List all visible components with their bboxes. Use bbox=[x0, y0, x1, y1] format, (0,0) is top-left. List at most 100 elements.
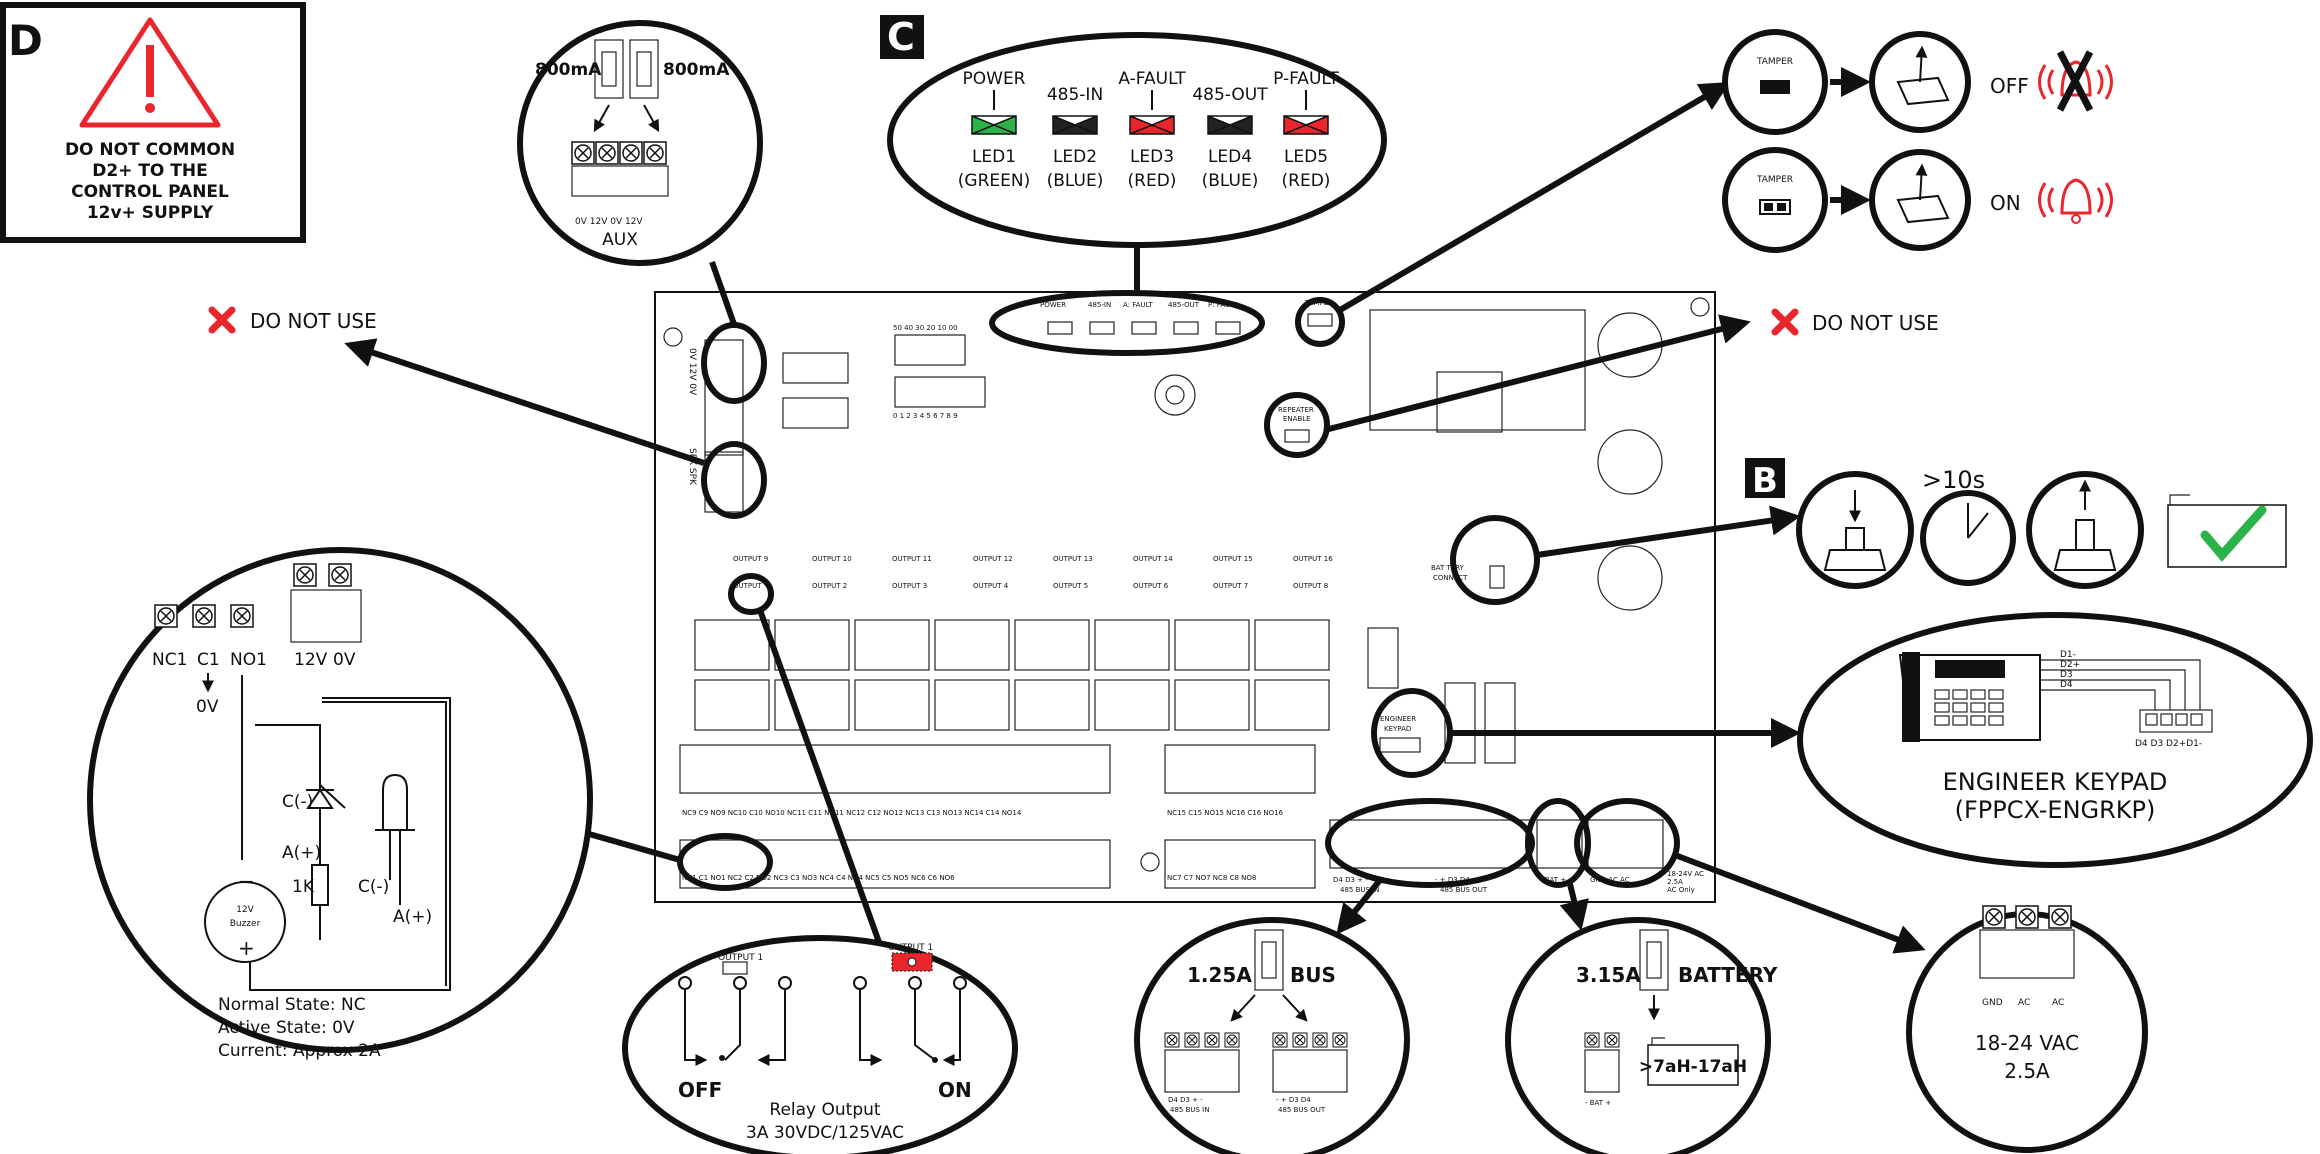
board-repeater-label-2: ENABLE bbox=[1283, 415, 1311, 423]
battery-callout: 3.15A BATTERY - BAT + >7aH-17aH bbox=[1505, 917, 1778, 1154]
led-4: 485-OUT LED4 (BLUE) bbox=[1192, 85, 1268, 191]
led-red-icon bbox=[1283, 115, 1329, 135]
board-bus-out-title: 485 BUS OUT bbox=[1440, 886, 1488, 894]
board-ac-note-3: AC Only bbox=[1667, 886, 1695, 894]
board-led-pfault: P: FAULT bbox=[1208, 301, 1238, 309]
board-ac-note-1: 18-24V AC bbox=[1667, 870, 1704, 878]
ac-term-ac2: AC bbox=[2052, 998, 2064, 1008]
led-2-name: 485-IN bbox=[1047, 85, 1103, 105]
board-output-9: OUTPUT 9 bbox=[733, 555, 768, 563]
led-3: A-FAULT LED3 (RED) bbox=[1118, 69, 1186, 191]
board-output-13: OUTPUT 13 bbox=[1053, 555, 1093, 563]
bus-fuse: 1.25A bbox=[1187, 963, 1252, 987]
relay-note-2: Active State: 0V bbox=[218, 1018, 355, 1038]
aux-title: AUX bbox=[602, 230, 638, 250]
led-3-color: (RED) bbox=[1128, 171, 1177, 191]
ac-term-gnd: GND bbox=[1982, 998, 2003, 1008]
wire-d2: D2+ bbox=[2060, 660, 2080, 670]
led-5-name: P-FAULT bbox=[1273, 69, 1339, 89]
led-1-name: POWER bbox=[963, 69, 1026, 89]
tamper-on-state: ON bbox=[1990, 191, 2021, 215]
relay-off-output-label: OUTPUT 1 bbox=[718, 953, 763, 963]
board-bus-in-terms: D4 D3 + - bbox=[1333, 876, 1368, 884]
section-label-d: D bbox=[8, 16, 43, 65]
engineer-keypad-model: (FPPCX-ENGRKP) bbox=[1955, 796, 2156, 824]
c1-ref-0v: 0V bbox=[196, 697, 219, 717]
battery-connect-sequence: B >10s bbox=[1745, 458, 2287, 589]
led-red-icon bbox=[1129, 115, 1175, 135]
board-output-4: OUTPUT 4 bbox=[973, 582, 1009, 590]
board-row2b-labels: NC7 C7 NO7 NC8 C8 NO8 bbox=[1167, 874, 1256, 882]
bus-out-title: 485 BUS OUT bbox=[1278, 1106, 1326, 1114]
board-output-10: OUTPUT 10 bbox=[812, 555, 852, 563]
led-1: POWER LED1 (GREEN) bbox=[958, 69, 1030, 191]
keypad-wires: D1- D2+ D3 D4 D4 D3 D2+D1- bbox=[2040, 650, 2213, 749]
relay-on-switch-icon bbox=[853, 976, 967, 1066]
led-blue-icon bbox=[1052, 115, 1098, 135]
keypad-icon bbox=[1898, 652, 2041, 742]
led-3-name: A-FAULT bbox=[1118, 69, 1186, 89]
bus-label: BUS bbox=[1290, 963, 1336, 987]
button-press-icon bbox=[1823, 490, 1887, 571]
dip-top-label: 50 40 30 20 10 00 bbox=[893, 324, 958, 332]
warning-line-2: D2+ TO THE bbox=[92, 161, 208, 181]
battery-label: BATTERY bbox=[1678, 963, 1778, 987]
led-2-id: LED2 bbox=[1053, 147, 1097, 167]
wire-d3: D3 bbox=[2060, 670, 2073, 680]
tamper-off-state: OFF bbox=[1990, 74, 2029, 98]
warning-line-1: DO NOT COMMON bbox=[65, 140, 235, 160]
board-output-12: OUTPUT 12 bbox=[973, 555, 1013, 563]
wire-d1: D1- bbox=[2060, 650, 2076, 660]
alarm-bell-icon bbox=[2038, 178, 2113, 224]
led-c-label: C(-) bbox=[358, 877, 389, 897]
engineer-keypad-callout: D1- D2+ D3 D4 D4 D3 D2+D1- ENGINEER KEYP… bbox=[1797, 612, 2313, 868]
ac-term-ac1: AC bbox=[2018, 998, 2030, 1008]
aux-fuse-right: 800mA bbox=[663, 60, 730, 80]
aux-fuse-left: 800mA bbox=[535, 60, 602, 80]
dip-bottom-label: 0 1 2 3 4 5 6 7 8 9 bbox=[893, 412, 958, 420]
board-output-1: OUTPUT bbox=[733, 582, 762, 590]
board-output-15: OUTPUT 15 bbox=[1213, 555, 1253, 563]
relay-note-1: Normal State: NC bbox=[218, 995, 366, 1015]
buzzer-label-1: 12V bbox=[236, 905, 254, 915]
dip-switches[interactable]: 50 40 30 20 10 00 0 1 2 3 4 5 6 7 8 9 bbox=[893, 324, 986, 420]
term-c1: C1 bbox=[197, 650, 220, 670]
battery-capacity: >7aH-17aH bbox=[1639, 1057, 1747, 1077]
board-battery-label-2: CONNECT bbox=[1433, 574, 1468, 582]
control-board: 50 40 30 20 10 00 0 1 2 3 4 5 6 7 8 9 PO… bbox=[654, 291, 1716, 903]
alarm-silenced-icon bbox=[2038, 50, 2113, 112]
board-row1-labels: NC9 C9 NO9 NC10 C10 NO10 NC11 C11 NO11 N… bbox=[682, 809, 1022, 817]
relay-output-callout: OUTPUT 1 OUTPUT 1 OFF ON Relay Output 3A… bbox=[622, 935, 1018, 1154]
buzzer-icon: 12V Buzzer − + bbox=[204, 869, 286, 963]
tamper-on-label: TAMPER bbox=[1756, 175, 1793, 185]
board-row2-labels: NC1 C1 NO1 NC2 C2 NO2 NC3 C3 NO3 NC4 C4 … bbox=[682, 874, 955, 882]
do-not-use-left: DO NOT USE bbox=[212, 309, 377, 333]
board-output-11: OUTPUT 11 bbox=[892, 555, 932, 563]
board-led-485in: 485-IN bbox=[1088, 301, 1111, 309]
board-output-16: OUTPUT 16 bbox=[1293, 555, 1333, 563]
tamper-switch-open-icon bbox=[1896, 45, 1950, 106]
bus-out-terms: - + D3 D4 bbox=[1276, 1096, 1311, 1104]
board-output-7: OUTPUT 7 bbox=[1213, 582, 1248, 590]
relay-wiring-callout: NC1 C1 NO1 0V 12V 0V C(-) A(+) 1K C(-) A… bbox=[87, 547, 593, 1061]
board-output-2: OUTPUT 2 bbox=[812, 582, 847, 590]
led-4-id: LED4 bbox=[1208, 147, 1252, 167]
x-mark-icon bbox=[212, 310, 232, 330]
tamper-off-label: TAMPER bbox=[1756, 57, 1793, 67]
board-bus-in-title: 485 BUS IN bbox=[1340, 886, 1379, 894]
board-spk-side-label: SPK SPK bbox=[687, 448, 697, 486]
board-engineer-label: ENGINEER bbox=[1380, 715, 1416, 723]
bus-callout: 1.25A BUS D4 D3 + - 485 BUS IN - + D3 D4… bbox=[1134, 917, 1410, 1154]
warning-box-d: D DO NOT COMMON D2+ TO THE CONTROL PANEL… bbox=[0, 2, 306, 243]
relay-off-switch-icon bbox=[678, 976, 792, 1066]
button-release-icon bbox=[2053, 479, 2117, 571]
board-engineer-label-2: KEYPAD bbox=[1384, 725, 1411, 733]
board-ac-note-2: 2.5A bbox=[1667, 878, 1683, 886]
keypad-terminal-labels: D4 D3 D2+D1- bbox=[2135, 739, 2202, 749]
tamper-switch-closed-icon bbox=[1896, 163, 1950, 224]
board-led-labels: POWER 485-IN A: FAULT 485-OUT P: FAULT bbox=[1040, 301, 1241, 335]
buzzer-label-2: Buzzer bbox=[230, 919, 261, 929]
board-aux-side-label: 0V 12V 0V bbox=[687, 348, 697, 396]
board-bus-out-terms: - + D3 D4 bbox=[1435, 876, 1470, 884]
aux-terminal-labels: 0V 12V 0V 12V bbox=[575, 217, 643, 227]
